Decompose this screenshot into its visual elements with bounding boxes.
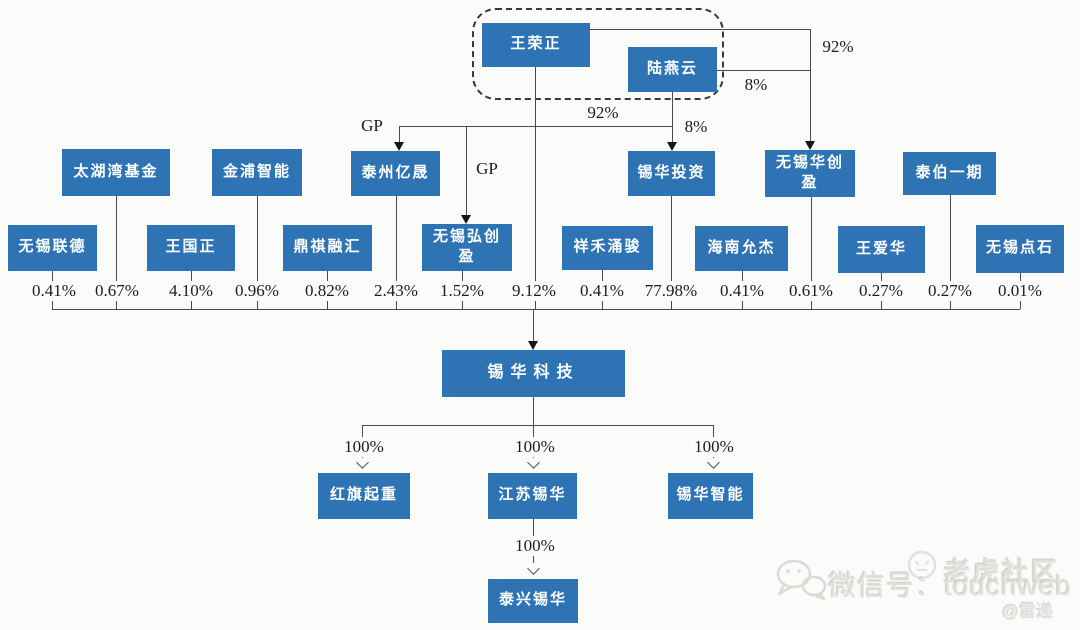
edge-label-92pct-right: 92%	[818, 37, 858, 57]
pct-taibo: 0.27%	[924, 281, 976, 301]
box-taizhou-yisheng: 泰州亿晟	[351, 151, 440, 196]
box-wuxi-hongchuangying: 无锡弘创盈	[422, 224, 512, 271]
box-wang-guozheng: 王国正	[147, 225, 235, 271]
tick-taibo	[950, 195, 951, 309]
pct-hongqi: 100%	[340, 437, 388, 457]
box-jiangsu-xihua: 江苏锡华	[488, 473, 577, 519]
pct-hongchuangying: 1.52%	[436, 281, 488, 301]
connector-wang-direct	[535, 67, 536, 309]
edge-label-8pct-right: 8%	[740, 75, 772, 95]
wechat-icon	[776, 559, 827, 600]
connector-lu-to-huachuangying-h	[717, 70, 810, 71]
pct-wang-aihua: 0.27%	[855, 281, 907, 301]
arrow-down-icon	[528, 341, 538, 350]
box-wuxi-dianshi: 无锡点石	[976, 225, 1064, 273]
controller-group-outline	[472, 8, 724, 100]
tick-taizhou	[396, 196, 397, 309]
pct-wang-guozheng: 4.10%	[165, 281, 217, 301]
pct-xianghe: 0.41%	[576, 281, 628, 301]
box-wang-aihua: 王爱华	[838, 226, 925, 273]
box-jinpu-zhineng: 金浦智能	[212, 149, 302, 196]
box-hainan-yunjie: 海南允杰	[695, 226, 788, 271]
pct-dingqi: 0.82%	[301, 281, 353, 301]
pct-taixing: 100%	[511, 536, 559, 556]
watermark-community: 老虎社区	[944, 557, 1061, 587]
pct-taizhou: 2.43%	[370, 281, 422, 301]
pct-wuxi-liande: 0.41%	[28, 281, 80, 301]
box-xihua-zhineng: 锡华智能	[668, 473, 753, 519]
pct-jiangsu: 100%	[511, 437, 559, 457]
pct-xihuatouzi: 77.98%	[640, 281, 702, 301]
connector-to-company	[533, 309, 534, 341]
subsidiary-branch-line	[362, 425, 713, 426]
box-dingqi-ronghui: 鼎祺融汇	[283, 225, 372, 271]
connector-wang-to-huachuangying-h	[590, 29, 810, 30]
box-taibo-yiqi: 泰伯一期	[903, 152, 996, 195]
tiger-logo-icon	[907, 550, 937, 580]
watermark-wechat-id: 微信号：touchweb	[828, 570, 1072, 601]
edge-label-gp-taizhou: GP	[357, 116, 387, 136]
arrow-down-icon	[356, 456, 369, 469]
box-taixing-xihua: 泰兴锡华	[488, 579, 578, 623]
box-xihua-keji: 锡华科技	[442, 350, 625, 397]
tick-jinpu	[257, 196, 258, 309]
arrow-down-icon	[805, 141, 815, 150]
connector-huachuangying-v	[810, 29, 811, 142]
pct-wuxi-dianshi: 0.01%	[994, 281, 1046, 301]
arrow-down-icon	[461, 215, 471, 224]
edge-label-gp-hongchuangying: GP	[472, 159, 502, 179]
arrow-down-icon	[527, 562, 540, 575]
watermark-author: @雷递	[1002, 602, 1054, 621]
tick-taihuwan	[116, 196, 117, 309]
arrow-down-icon	[394, 142, 404, 151]
box-wuxi-huachuangying: 无锡华创盈	[765, 150, 855, 197]
connector-lu-to-xihuatouzi	[672, 92, 673, 142]
edge-label-8pct-mid: 8%	[680, 117, 712, 137]
connector-taizhou-drop	[399, 126, 400, 142]
box-wuxi-liande: 无锡联德	[8, 225, 97, 271]
pct-zhineng: 100%	[690, 437, 738, 457]
box-xihua-touzi: 锡华投资	[628, 151, 715, 196]
tick-xihuatouzi	[671, 196, 672, 309]
pct-jinpu: 0.96%	[231, 281, 283, 301]
box-wang-rongzheng: 王荣正	[482, 23, 590, 67]
pct-hainan: 0.41%	[716, 281, 768, 301]
box-hongqi-qizhong: 红旗起重	[318, 473, 410, 519]
pct-wang-direct: 9.12%	[508, 281, 560, 301]
box-xianghe-yongjun: 祥禾涌骏	[562, 226, 653, 270]
arrow-down-icon	[527, 456, 540, 469]
tick-huachuangying	[811, 197, 812, 309]
arrow-down-icon	[667, 142, 677, 151]
box-taihuwan-jijin: 太湖湾基金	[62, 149, 170, 196]
box-lu-yanyun: 陆燕云	[628, 47, 717, 92]
pct-taihuwan: 0.67%	[91, 281, 143, 301]
collector-bus-line	[52, 309, 1020, 310]
connector-company-down	[533, 397, 534, 425]
arrow-down-icon	[707, 456, 720, 469]
pct-huachuangying: 0.61%	[785, 281, 837, 301]
connector-wang-branch-h	[399, 126, 672, 127]
edge-label-92pct-mid: 92%	[583, 103, 623, 123]
connector-hongchuangying-drop	[466, 126, 467, 215]
